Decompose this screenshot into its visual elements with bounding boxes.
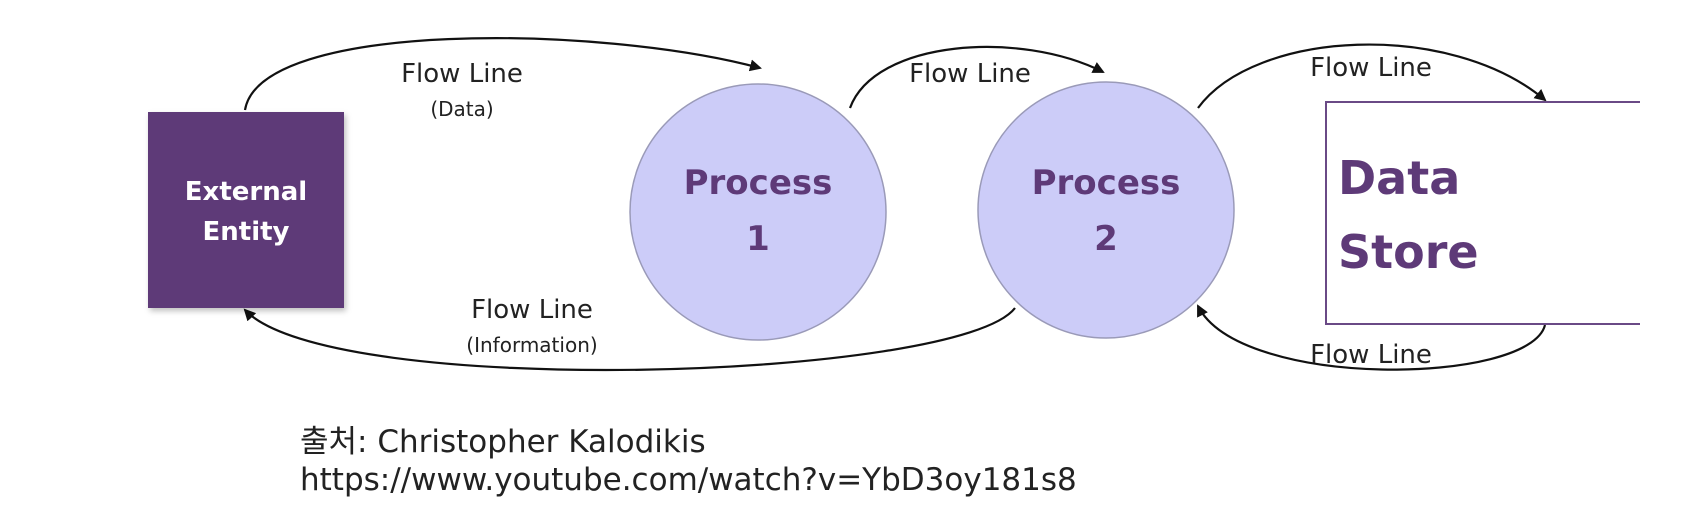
process-2-circle (977, 81, 1235, 339)
data-store-label-line2: Store (1338, 225, 1479, 279)
external-entity-label-line2: Entity (203, 217, 290, 247)
data-store-label-line1: Data (1338, 151, 1460, 205)
flow-sublabel-process2-to-entity: (Information) (466, 333, 597, 357)
data-store-border (1325, 101, 1640, 325)
flow-arrow-store-to-process2 (1197, 304, 1547, 371)
external-entity-label-line1: External (185, 177, 307, 207)
flow-label-store-to-process2: Flow Line (1310, 340, 1432, 370)
flow-label-process2-to-entity: Flow Line (471, 295, 593, 325)
data-store-box (1326, 102, 1708, 324)
external-entity-box (148, 112, 344, 308)
flow-sublabel-entity-to-process1: (Data) (430, 97, 493, 121)
flow-label-process2-to-store: Flow Line (1310, 53, 1432, 83)
flow-label-entity-to-process1: Flow Line (401, 59, 523, 89)
flow-arrow-process2-to-entity (243, 307, 1016, 372)
flow-label-process1-to-process2: Flow Line (909, 59, 1031, 89)
flow-arrow-process1-to-process2 (848, 45, 1105, 109)
flow-arrow-process2-to-store (1197, 43, 1547, 109)
process-2-label-line2: 2 (1094, 219, 1118, 259)
process-1-label-line2: 1 (746, 219, 770, 259)
process-1-circle (629, 83, 887, 341)
source-url: https://www.youtube.com/watch?v=YbD3oy18… (300, 462, 1077, 498)
process-2-label-line1: Process (1032, 163, 1181, 203)
source-credit: 출처: Christopher Kalodikis (300, 424, 706, 460)
flow-arrow-entity-to-process1 (243, 37, 762, 111)
process-1-label-line1: Process (684, 163, 833, 203)
